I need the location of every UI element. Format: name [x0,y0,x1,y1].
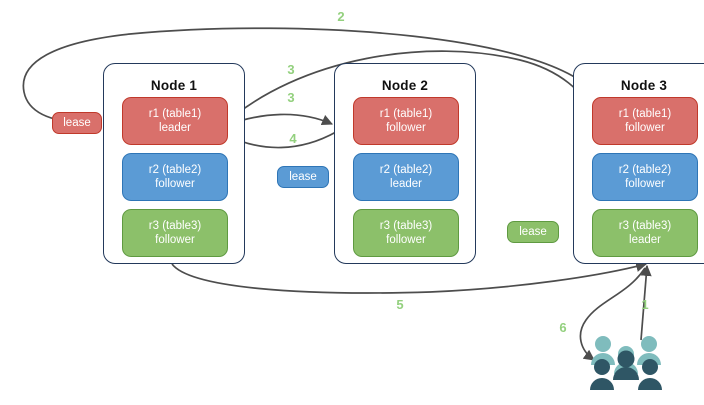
replica-role: leader [159,122,191,134]
node-title: Node 3 [620,78,668,93]
replica-role: follower [386,122,426,134]
replica-r3-node-1[interactable]: r3 (table3) follower [122,209,228,257]
replica-name: r1 (table1) [148,108,202,120]
replica-r2-node-2[interactable]: r2 (table2) leader [353,153,459,201]
replica-r2-node-1[interactable]: r2 (table2) follower [122,153,228,201]
node-box-node-2[interactable]: Node 2 r1 (table1) follower r2 (table2) … [334,63,476,264]
replica-role: follower [155,234,195,246]
step-label-5: 5 [396,297,404,312]
lease-badge-r3[interactable]: lease [507,221,559,243]
replica-name: r1 (table1) [618,108,672,120]
step-label-3a: 3 [287,62,295,77]
replica-role: follower [386,234,426,246]
step-label-6: 6 [559,320,567,335]
replica-name: r3 (table3) [618,220,672,232]
step-label-1: 1 [641,297,649,312]
replica-role: leader [629,234,661,246]
lease-label: lease [519,226,547,238]
replica-role: leader [390,178,422,190]
lease-label: lease [289,171,317,183]
replica-name: r2 (table2) [148,164,202,176]
step-label-3b: 3 [287,90,295,105]
replica-name: r3 (table3) [379,220,433,232]
replica-role: follower [155,178,195,190]
replica-name: r2 (table2) [618,164,672,176]
lease-badge-r1[interactable]: lease [52,112,102,134]
node-title: Node 1 [150,78,198,93]
edge-step-5 [171,261,648,294]
node-title: Node 2 [381,78,429,93]
step-label-4: 4 [289,131,297,146]
node-box-node-1[interactable]: Node 1 r1 (table1) leader r2 (table2) fo… [103,63,245,264]
users-group-icon [590,336,662,390]
replica-name: r1 (table1) [379,108,433,120]
replica-name: r2 (table2) [379,164,433,176]
step-label-2: 2 [337,9,345,24]
replica-r1-node-3[interactable]: r1 (table1) follower [592,97,698,145]
replica-r3-node-3[interactable]: r3 (table3) leader [592,209,698,257]
lease-badge-r2[interactable]: lease [277,166,329,188]
replica-r1-node-1[interactable]: r1 (table1) leader [122,97,228,145]
lease-label: lease [63,117,91,129]
replica-name: r3 (table3) [148,220,202,232]
replica-role: follower [625,178,665,190]
node-box-node-3[interactable]: Node 3 r1 (table1) follower r2 (table2) … [573,63,704,264]
replica-r2-node-3[interactable]: r2 (table2) follower [592,153,698,201]
replica-role: follower [625,122,665,134]
replica-r1-node-2[interactable]: r1 (table1) follower [353,97,459,145]
replica-r3-node-2[interactable]: r3 (table3) follower [353,209,459,257]
